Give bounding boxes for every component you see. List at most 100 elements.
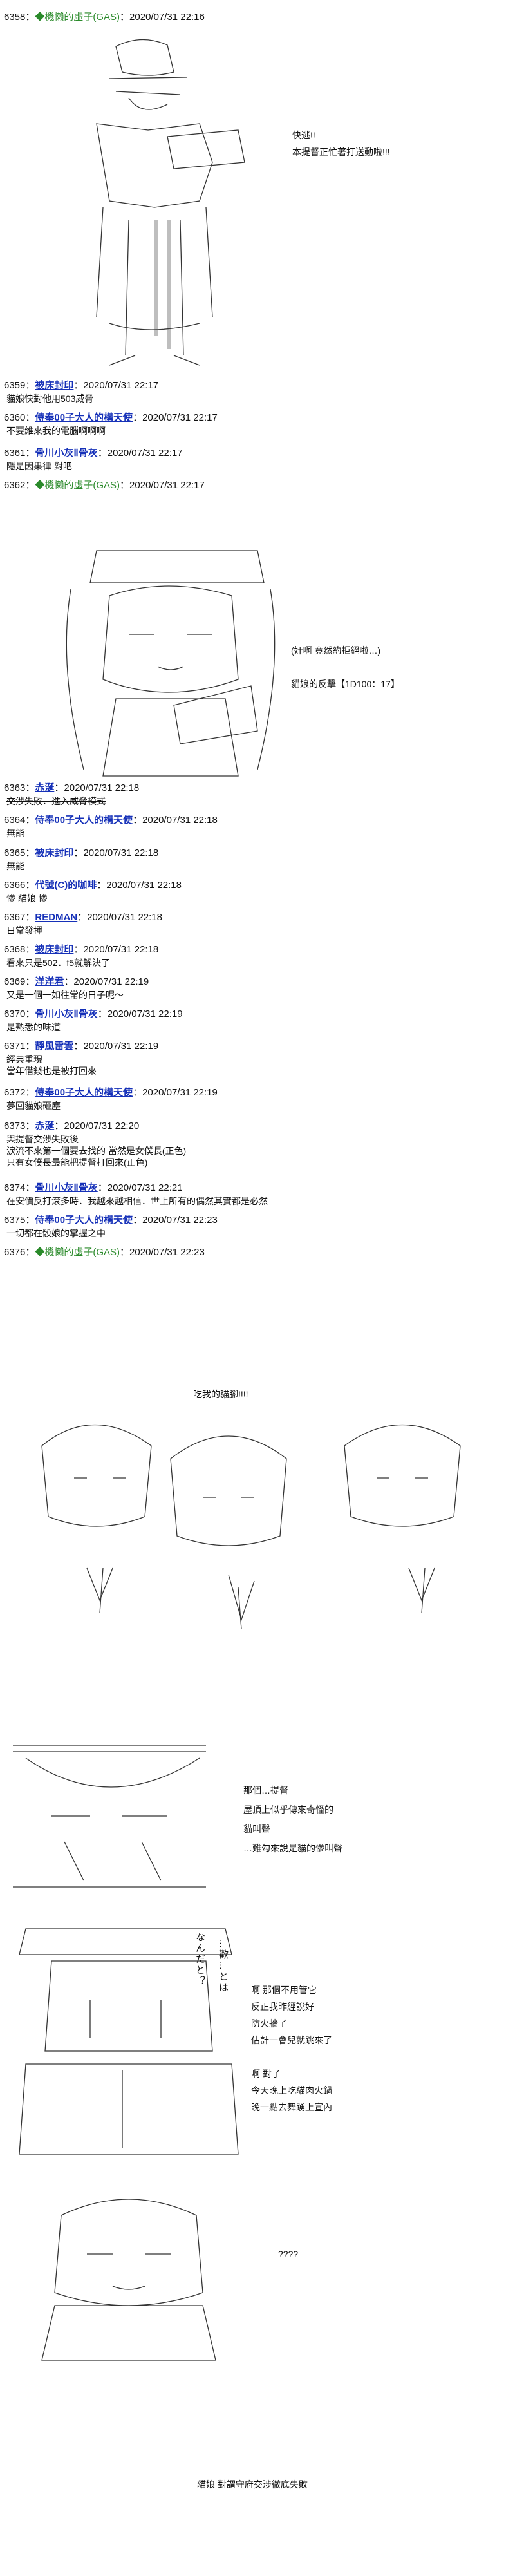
poster-name[interactable]: 被床封印 <box>35 380 74 391</box>
post-body-line: 一切都在骰娘的掌握之中 <box>6 1228 106 1238</box>
post-timestamp: ：2020/07/31 22:18 <box>54 782 140 793</box>
post-number: 6361： <box>4 448 35 459</box>
post-body-line: 日常發揮 <box>6 925 42 936</box>
post-timestamp: ：2020/07/31 22:19 <box>73 1041 159 1052</box>
post-timestamp: ：2020/07/31 22:18 <box>97 880 182 891</box>
poster-name[interactable]: 被床封印 <box>35 848 74 858</box>
post-timestamp: ：2020/07/31 22:23 <box>133 1215 218 1226</box>
post-number: 6371： <box>4 1041 35 1052</box>
post-number: 6362： <box>4 480 35 491</box>
post-timestamp: ：2020/07/31 22:18 <box>77 912 162 923</box>
post-header: 6367：REDMAN：2020/07/31 22:18 <box>4 912 162 923</box>
scene5-line-1: 啊 那個不用管它 <box>251 1985 317 1995</box>
post-timestamp: ：2020/07/31 22:17 <box>120 480 205 491</box>
post-timestamp: ：2020/07/31 22:19 <box>64 976 149 987</box>
post-number: 6359： <box>4 380 35 391</box>
scene2-dialogue: (奸啊 竟然約拒絕啦…) <box>291 645 381 656</box>
post-number: 6360： <box>4 412 35 423</box>
post-body-line: 交涉失敗．進入威脅模式 <box>6 796 106 806</box>
scene5-line-6: 啊 對了 <box>251 2069 281 2079</box>
post-timestamp: ：2020/07/31 22:17 <box>133 412 218 423</box>
poster-name[interactable]: 骨川小灰Ⅱ骨灰 <box>35 1182 98 1193</box>
poster-name: ◆機懶的虛子(GAS) <box>35 12 120 23</box>
post-header: 6371：靜風雷雲：2020/07/31 22:19 <box>4 1041 158 1052</box>
post-number: 6363： <box>4 782 35 793</box>
post-header: 6370：骨川小灰Ⅱ骨灰：2020/07/31 22:19 <box>4 1009 183 1020</box>
poster-name[interactable]: 赤涎 <box>35 782 55 793</box>
post-number: 6367： <box>4 912 35 923</box>
poster-name[interactable]: 洋洋君 <box>35 976 64 987</box>
scene4-line-2: 屋頂上似乎傳來奇怪的 <box>243 1804 333 1815</box>
post-body-line: 當年借錢也是被打回來 <box>6 1066 97 1076</box>
scene2-dice-result: 貓娘的反擊【1D100：17】 <box>291 679 400 689</box>
post-body-line: 在安價反打滾多時．我越來越相信．世上所有的偶然其實都是必然 <box>6 1196 268 1206</box>
poster-name[interactable]: 侍奉00子大人的構天使 <box>35 412 133 423</box>
poster-name[interactable]: 代號(C)的咖啡 <box>35 880 97 891</box>
post-body-line: 貓娘快對他用503威脅 <box>6 393 94 404</box>
poster-name[interactable]: 靜風雷雲 <box>35 1041 74 1052</box>
post-timestamp: ：2020/07/31 22:21 <box>97 1182 183 1193</box>
aa-art-confused-face <box>35 2196 222 2363</box>
poster-name[interactable]: 侍奉00子大人的構天使 <box>35 1087 133 1098</box>
scene5-vertical-1: なんだと？ <box>194 1932 205 1987</box>
post-header: 6375：侍奉00子大人的構天使：2020/07/31 22:23 <box>4 1215 218 1226</box>
scene5-vertical-2: …歡…とは <box>218 1938 229 1993</box>
scene5-line-8: 晚一點去舞踴上宣內 <box>251 2102 332 2112</box>
post-header: 6359：被床封印：2020/07/31 22:17 <box>4 380 158 392</box>
post-header: 6369：洋洋君：2020/07/31 22:19 <box>4 976 149 988</box>
post-body-line: 看來只是502．f5就解決了 <box>6 958 111 968</box>
post-header: 6366：代號(C)的咖啡：2020/07/31 22:18 <box>4 880 182 891</box>
post-body-line: 無能 <box>6 861 24 871</box>
poster-name[interactable]: 赤涎 <box>35 1121 55 1132</box>
poster-name[interactable]: 骨川小灰Ⅱ骨灰 <box>35 448 98 459</box>
post-number: 6369： <box>4 976 35 987</box>
post-body-line: 不要維來我的電腦啊啊啊 <box>6 426 106 436</box>
scene6-question-mark: ???? <box>278 2249 299 2259</box>
scene5-line-7: 今天晚上吃貓肉火鍋 <box>251 2085 332 2096</box>
post-body-line: 經典重現 <box>6 1054 42 1065</box>
scene1-dialogue-2: 本提督正忙著打送動啦!!! <box>292 147 390 157</box>
post-header: 6362：◆機懶的虛子(GAS)：2020/07/31 22:17 <box>4 480 205 491</box>
scene4-line-1: 那個…提督 <box>243 1785 288 1795</box>
poster-name[interactable]: 骨川小灰Ⅱ骨灰 <box>35 1009 98 1019</box>
post-timestamp: ：2020/07/31 22:19 <box>133 1087 218 1098</box>
post-number: 6365： <box>4 848 35 858</box>
post-number: 6358： <box>4 12 35 23</box>
poster-name[interactable]: 侍奉00子大人的構天使 <box>35 815 133 826</box>
post-number: 6368： <box>4 944 35 955</box>
post-header: 6376：◆機懶的虛子(GAS)：2020/07/31 22:23 <box>4 1247 205 1258</box>
poster-name[interactable]: REDMAN <box>35 912 78 923</box>
post-header: 6373：赤涎：2020/07/31 22:20 <box>4 1121 139 1132</box>
poster-name[interactable]: 被床封印 <box>35 944 74 955</box>
scene4-line-3: 貓叫聲 <box>243 1824 270 1834</box>
scene4-line-4: …難勾來說是貓的慘叫聲 <box>243 1843 342 1853</box>
post-body-line: 只有女僕長最能把提督打回來(正色) <box>6 1157 148 1168</box>
post-body-line: 與提督交涉失敗後 <box>6 1134 79 1144</box>
post-timestamp: ：2020/07/31 22:19 <box>97 1009 183 1019</box>
poster-name: ◆機懶的虛子(GAS) <box>35 480 120 491</box>
aa-art-cat-faces <box>35 1407 486 1639</box>
scene3-caption: 吃我的貓腳!!!! <box>193 1389 248 1399</box>
post-header: 6364：侍奉00子大人的構天使：2020/07/31 22:18 <box>4 815 218 826</box>
post-number: 6370： <box>4 1009 35 1019</box>
post-number: 6366： <box>4 880 35 891</box>
post-body-line: 又是一個一如往常的日子呢～ <box>6 990 124 1000</box>
post-header: 6365：被床封印：2020/07/31 22:18 <box>4 848 158 859</box>
post-timestamp: ：2020/07/31 22:17 <box>97 448 183 459</box>
post-header: 6363：赤涎：2020/07/31 22:18 <box>4 782 139 794</box>
post-body-line: 隱是因果律 對吧 <box>6 461 72 471</box>
post-number: 6373： <box>4 1121 35 1132</box>
post-header: 6374：骨川小灰Ⅱ骨灰：2020/07/31 22:21 <box>4 1182 183 1194</box>
post-timestamp: ：2020/07/31 22:20 <box>54 1121 140 1132</box>
aa-art-face-closeup <box>13 1739 206 1893</box>
scene1-dialogue-1: 快逃!! <box>292 130 315 140</box>
post-body-line: 夢回貓娘砸塵 <box>6 1101 61 1111</box>
post-number: 6375： <box>4 1215 35 1226</box>
aa-art-officer-talking <box>13 1922 245 2161</box>
post-number: 6372： <box>4 1087 35 1098</box>
post-header: 6368：被床封印：2020/07/31 22:18 <box>4 944 158 956</box>
poster-name[interactable]: 侍奉00子大人的構天使 <box>35 1215 133 1226</box>
post-body-line: 淚流不來第一個要去找的 當然是女僕長(正色) <box>6 1146 187 1156</box>
post-body-line: 是熟悉的味道 <box>6 1022 61 1032</box>
post-number: 6376： <box>4 1247 35 1258</box>
